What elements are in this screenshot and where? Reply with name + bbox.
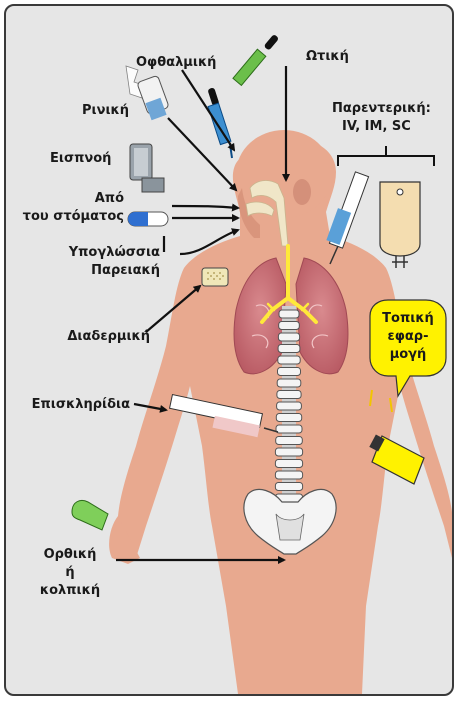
vertebra <box>275 471 302 479</box>
transdermal-patch-icon <box>202 268 228 286</box>
vertebra <box>279 322 300 330</box>
label-epidural: Επισκληρίδια <box>32 397 130 412</box>
label-buccal: Παρειακή <box>91 263 160 278</box>
vertebra <box>278 333 299 341</box>
vertebra <box>278 368 301 376</box>
ophthalmic-dropper-icon <box>207 87 232 158</box>
label-rectal-line2: ή <box>65 565 74 580</box>
suppository-icon <box>72 500 108 530</box>
iv-bag-icon <box>380 182 420 268</box>
label-transdermal: Διαδερμική <box>67 329 150 344</box>
label-otic: Ωτική <box>306 49 349 64</box>
vertebra <box>276 437 303 445</box>
vertebra <box>276 425 302 433</box>
label-topical-line3: μογή <box>390 347 427 362</box>
capsule-icon <box>128 212 168 226</box>
label-parenteral-types: IV, IM, SC <box>342 119 411 134</box>
label-parenteral-title: Παρεντερική: <box>332 101 431 116</box>
parenteral-bracket <box>338 146 434 166</box>
vertebra <box>278 345 300 353</box>
vertebra <box>275 448 302 456</box>
inhaler-icon <box>130 144 164 192</box>
label-rectal-line3: κολπική <box>40 583 100 598</box>
label-topical-line2: εφαρ- <box>387 329 428 344</box>
spine <box>275 306 302 506</box>
label-rectal-line1: Ορθική <box>44 547 97 562</box>
vertebra <box>275 460 302 468</box>
label-oral-line1: Από <box>95 191 124 206</box>
vertebra <box>275 483 302 491</box>
label-topical-line1: Τοπική <box>382 311 434 326</box>
vertebra <box>278 356 300 364</box>
diagram-frame: Οφθαλμική Ωτική Ρινική Παρεντερική: IV, … <box>4 4 454 696</box>
vertebra <box>277 391 301 399</box>
routes-of-administration-diagram: Οφθαλμική Ωτική Ρινική Παρεντερική: IV, … <box>6 6 452 694</box>
ear <box>293 179 311 205</box>
label-ophthalmic: Οφθαλμική <box>136 55 216 70</box>
label-oral-line2: του στόματος <box>23 209 124 224</box>
label-nasal: Ρινική <box>82 103 129 118</box>
otic-dropper-icon <box>233 34 279 85</box>
nasal-spray-icon <box>126 66 169 120</box>
vertebra <box>279 310 299 318</box>
vertebra <box>276 414 301 422</box>
label-inhalation: Εισπνοή <box>50 151 111 166</box>
vertebra <box>277 402 302 410</box>
vertebra <box>277 379 301 387</box>
label-sublingual: Υπογλώσσια <box>68 245 160 260</box>
